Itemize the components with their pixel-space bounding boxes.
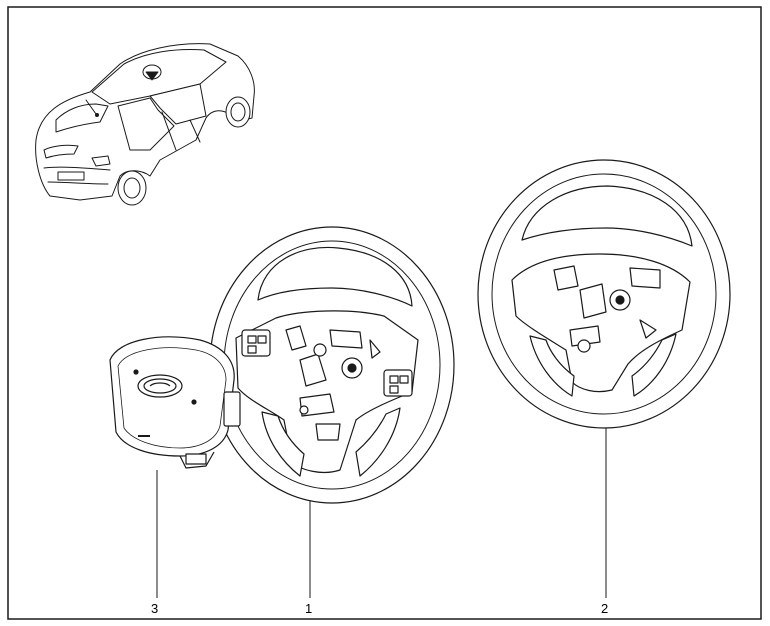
- callout-label-3: 3: [151, 601, 159, 616]
- airbag-module: [109, 336, 241, 469]
- car-locator-illustration: [35, 43, 255, 206]
- callout-label-2: 2: [601, 601, 609, 616]
- callout-label-1: 1: [305, 601, 313, 616]
- steering-wheel-1: [209, 226, 455, 504]
- diagram-border: [7, 6, 762, 620]
- steering-wheel-2: [477, 159, 731, 429]
- leader-lines: [156, 428, 607, 598]
